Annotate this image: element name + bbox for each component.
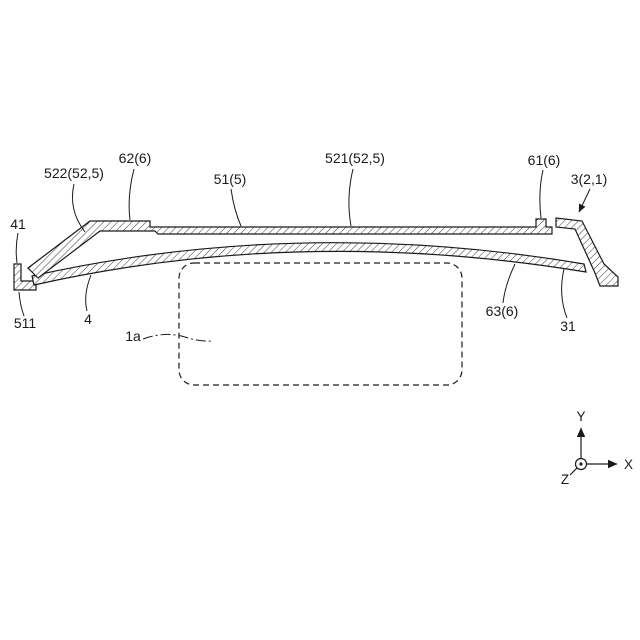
leader-line-41 [15,232,19,264]
ref-label-511: 511 [14,315,37,331]
y-axis-label: Y [576,409,585,424]
curved-plate-cross-section [31,242,587,286]
z-axis-tick [569,467,578,476]
ref-label-63: 63(6) [486,303,519,319]
leader-line-511 [18,291,25,317]
ref-label-4: 4 [84,311,92,327]
hidden-component-outline [178,262,463,386]
leader-line-63 [502,263,516,304]
z-axis-label: Z [561,472,569,487]
ref-label-3: 3(2,1) [571,171,608,187]
leader-line-522 [71,183,86,233]
right-end-frame-cross-section [555,217,619,287]
leader-line-4 [85,274,92,312]
leader-line-61 [539,169,544,219]
ref-label-62: 62(6) [119,150,152,166]
ref-label-522: 522(52,5) [44,165,104,181]
ref-label-51: 51(5) [214,171,247,187]
ref-label-61: 61(6) [528,152,561,168]
ref-label-31: 31 [560,318,576,334]
coordinate-axes: Y X Z [561,409,633,487]
x-axis-label: X [624,457,633,472]
leader-line-31 [561,268,568,319]
leader-line-1a [142,333,213,342]
z-axis-dot [579,462,583,466]
ref-label-41: 41 [10,216,26,232]
leader-lines [15,168,591,319]
leader-line-62 [128,168,135,221]
leader-line-521 [348,168,354,227]
arrow-3 [578,188,591,213]
cross-section-drawing [13,217,619,291]
ref-label-521: 521(52,5) [325,150,385,166]
reference-labels: 522(52,5) 62(6) 51(5) 521(52,5) 61(6) 3(… [10,150,607,344]
ref-label-1a: 1a [125,328,141,344]
leader-line-51 [230,188,242,227]
upper-frame-cross-section [27,218,553,279]
